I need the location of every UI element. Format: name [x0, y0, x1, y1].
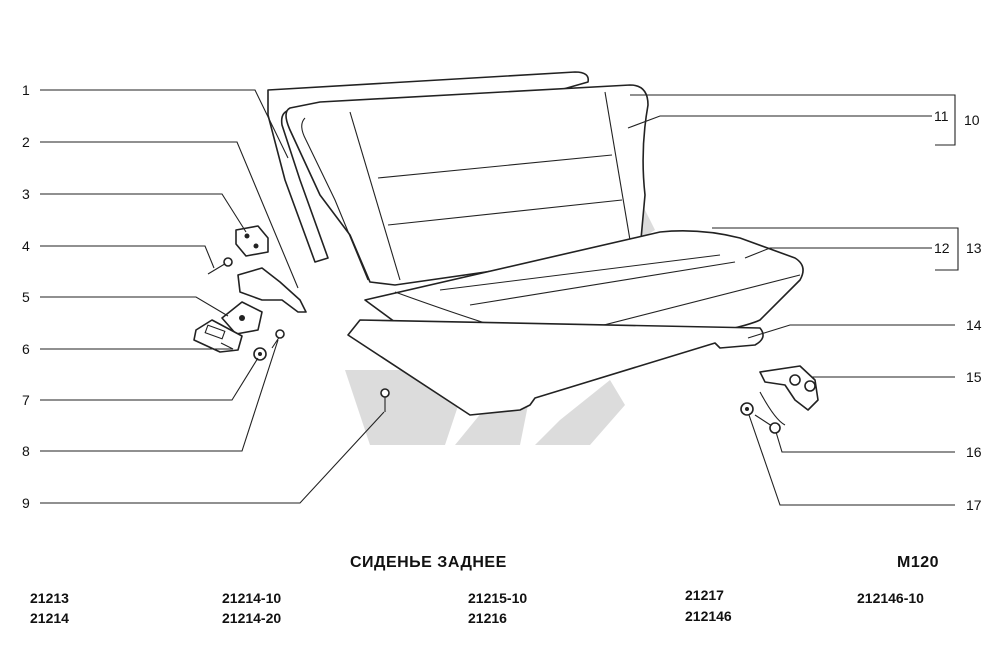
- screw-4: [207, 257, 233, 275]
- model-col2-b: 21214-20: [222, 610, 282, 626]
- backrest-cushion: [285, 84, 649, 286]
- model-col4-b: 212146: [685, 608, 732, 624]
- callout-2: 2: [22, 134, 30, 150]
- callout-14: 14: [966, 317, 982, 333]
- latch-handle-2: [237, 267, 307, 313]
- hinge-bracket-3: [235, 225, 269, 257]
- callout-17: 17: [966, 497, 982, 513]
- callout-16: 16: [966, 444, 982, 460]
- callout-5: 5: [22, 289, 30, 305]
- callout-3: 3: [22, 186, 30, 202]
- diagram-title: СИДЕНЬЕ ЗАДНЕЕ: [350, 554, 507, 571]
- callout-4: 4: [22, 238, 30, 254]
- model-col1-a: 21213: [30, 590, 69, 606]
- model-col5-a: 212146-10: [857, 590, 924, 606]
- callout-labels: 1 2 3 4 5 6 7 8 9 10 11 12 13 14 15 16 1…: [22, 82, 982, 513]
- callout-7: 7: [22, 392, 30, 408]
- callout-13: 13: [966, 240, 982, 256]
- diagram-code: M120: [897, 554, 940, 571]
- seat-pan: [347, 319, 764, 416]
- bolt-8: [271, 329, 285, 349]
- callout-10: 10: [964, 112, 980, 128]
- model-col4-a: 21217: [685, 587, 724, 603]
- model-col3-a: 21215-10: [468, 590, 528, 606]
- bolt-16: [754, 414, 781, 434]
- hinge-15: [759, 365, 819, 426]
- model-col2-a: 21214-10: [222, 590, 282, 606]
- callout-6: 6: [22, 341, 30, 357]
- model-col3-b: 21216: [468, 610, 507, 626]
- model-col1-b: 21214: [30, 610, 69, 626]
- callout-1: 1: [22, 82, 30, 98]
- washer-7: [253, 347, 267, 361]
- bracket-6: [193, 319, 243, 353]
- washer-17: [740, 402, 754, 416]
- leader-lines: [40, 89, 959, 506]
- callout-9: 9: [22, 495, 30, 511]
- screw-9: [380, 388, 390, 412]
- callout-12: 12: [934, 240, 950, 256]
- callout-11: 11: [934, 108, 949, 124]
- callout-15: 15: [966, 369, 982, 385]
- callout-8: 8: [22, 443, 30, 459]
